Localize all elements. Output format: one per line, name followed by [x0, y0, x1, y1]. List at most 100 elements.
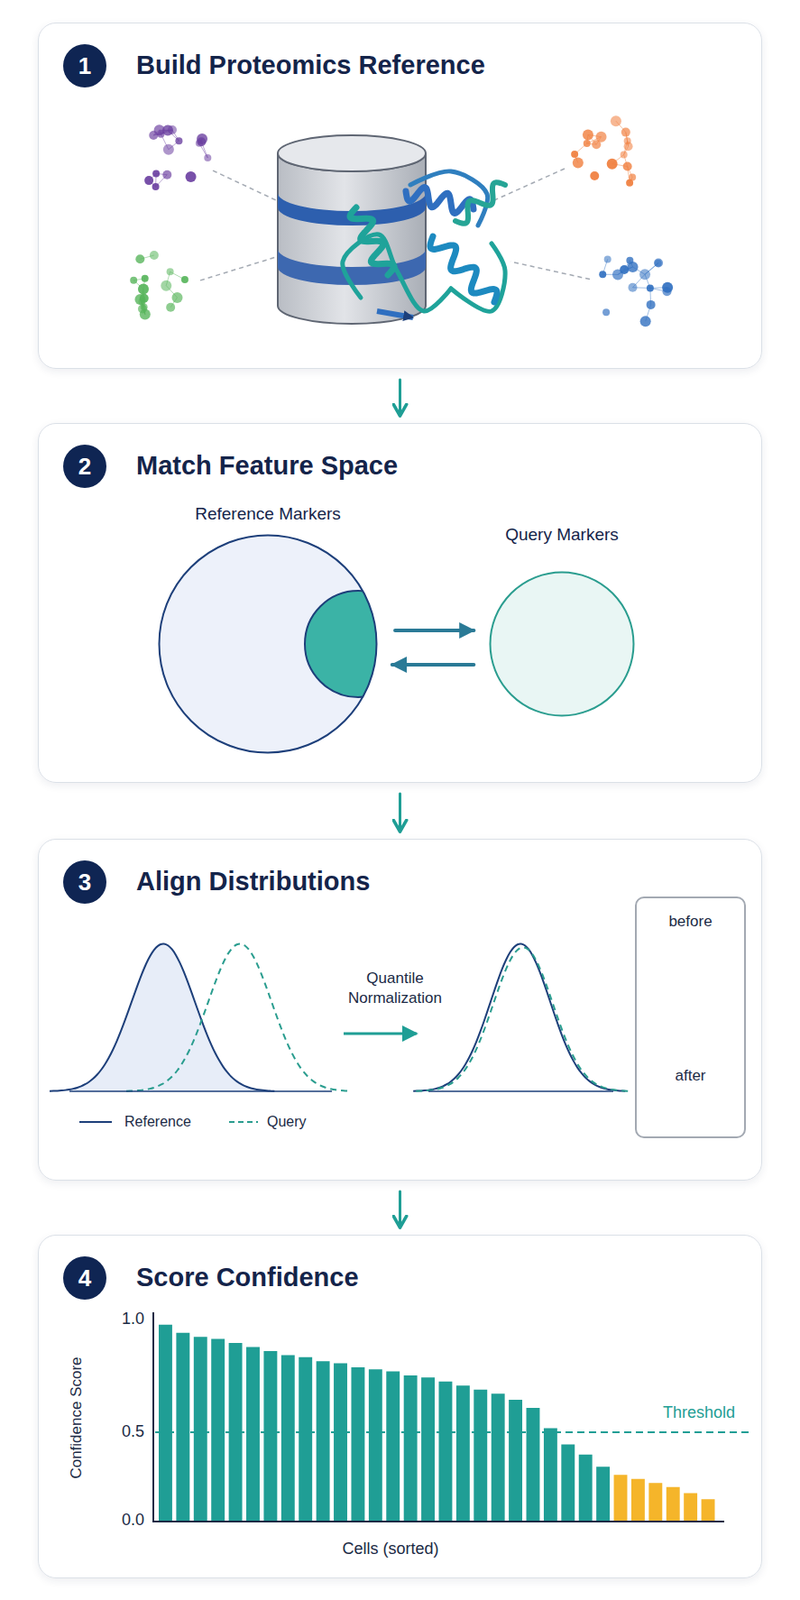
shared-markers: [304, 590, 412, 698]
cluster-dot: [165, 303, 175, 313]
confidence-bar: [439, 1381, 453, 1522]
cluster-dot: [591, 139, 601, 149]
reference-curve: [49, 943, 275, 1091]
confidence-bar: [648, 1482, 663, 1522]
confidence-bar: [211, 1339, 225, 1523]
cluster-dot: [604, 255, 612, 263]
confidence-bar: [386, 1371, 400, 1523]
step-panel: Score Confidence 4: [37, 1234, 763, 1579]
cell-cluster: [144, 124, 212, 191]
cylinder-body: [277, 153, 426, 324]
dashed-link: [212, 170, 276, 201]
query-curve: [415, 947, 628, 1091]
cluster-dot: [167, 125, 177, 135]
legend-sample: [229, 1121, 258, 1123]
badge-circle: [63, 444, 107, 488]
cluster-dot: [625, 257, 634, 265]
confidence-bar: [701, 1498, 716, 1522]
step-title: Score Confidence: [136, 1260, 359, 1294]
cluster-dot: [148, 130, 158, 140]
loop: [342, 234, 451, 312]
step-panel: Build Proteomics Reference1: [37, 22, 763, 369]
confidence-bar: [421, 1377, 435, 1522]
cell-cluster: [598, 255, 673, 327]
cluster-dot: [621, 128, 631, 138]
confidence-bar: [683, 1493, 698, 1523]
confidence-bar: [560, 1444, 575, 1523]
cluster-dot: [610, 115, 622, 127]
cluster-dot: [174, 137, 183, 145]
chart-label: 0.0: [121, 1509, 145, 1530]
flow-arrow: [398, 793, 402, 832]
cluster-dot: [602, 308, 610, 316]
confidence-bar: [473, 1389, 488, 1522]
cluster-dot: [166, 267, 175, 276]
cluster-dot: [129, 276, 138, 285]
cluster-dot: [203, 154, 212, 162]
confidence-bar: [526, 1407, 541, 1522]
step-number: 4: [62, 1255, 108, 1301]
cluster-dot: [646, 300, 656, 310]
cluster-dot: [572, 157, 584, 169]
cluster-dot: [639, 268, 651, 280]
cluster-dot: [662, 286, 672, 296]
confidence-bar: [333, 1363, 348, 1523]
cluster-dot: [162, 170, 172, 180]
reference-curve: [413, 943, 626, 1091]
cluster-dot: [156, 130, 165, 138]
cluster-dot: [149, 250, 159, 260]
cluster-dot: [598, 270, 607, 278]
confidence-bar: [491, 1393, 506, 1522]
step-number-badge: 1: [62, 43, 108, 89]
confidence-bar: [543, 1428, 558, 1523]
cluster-dot: [589, 171, 599, 181]
circle-outline: [490, 572, 635, 717]
confidence-bar: [631, 1479, 645, 1522]
cluster-dot: [141, 275, 149, 283]
chart-label: 1.0: [121, 1308, 145, 1329]
helix: [430, 236, 497, 303]
legend-label: Reference: [124, 1112, 192, 1132]
flow-arrow: [395, 628, 474, 633]
step-title: Align Distributions: [136, 864, 370, 898]
confidence-bar: [281, 1355, 295, 1523]
step-number-badge: 3: [62, 859, 108, 905]
confidence-bar: [193, 1336, 208, 1522]
chart-label: Cells (sorted): [341, 1538, 439, 1559]
cluster-dot: [171, 292, 183, 304]
flow-arrow: [398, 1191, 402, 1228]
bar-series: [158, 1324, 716, 1522]
step-number: 3: [62, 859, 108, 905]
cluster-dot: [646, 284, 654, 292]
confidence-bar: [456, 1385, 470, 1522]
cluster-dot: [139, 309, 151, 321]
circle-outline: [159, 535, 378, 754]
beta-strand: [377, 311, 414, 318]
baseline: [428, 1090, 614, 1093]
cluster-dot: [160, 280, 172, 292]
confidence-bar: [508, 1399, 523, 1522]
cluster-dot: [152, 183, 160, 191]
step-number: 2: [62, 443, 108, 489]
chart-label: Threshold: [662, 1402, 736, 1423]
cluster-dot: [181, 275, 189, 284]
helix: [349, 207, 395, 276]
confidence-bar: [350, 1367, 365, 1522]
step-number-badge: 2: [62, 443, 108, 489]
confidence-bar: [298, 1357, 313, 1522]
chart-label: Confidence Score: [66, 1356, 87, 1479]
circle-label: Reference Markers: [194, 503, 341, 525]
circle-fill: [490, 572, 635, 717]
confidence-bar: [316, 1360, 331, 1522]
cylinder-top: [277, 135, 426, 172]
step-panel: Align Distributions3beforeafter: [37, 838, 763, 1181]
cluster-dot: [163, 144, 175, 156]
cell-cluster: [129, 250, 189, 321]
cluster-dot: [624, 141, 634, 151]
step-title: Match Feature Space: [136, 449, 398, 482]
cluster-dot: [625, 179, 634, 187]
step-number-badge: 4: [62, 1255, 108, 1301]
threshold-line: [155, 1431, 750, 1434]
